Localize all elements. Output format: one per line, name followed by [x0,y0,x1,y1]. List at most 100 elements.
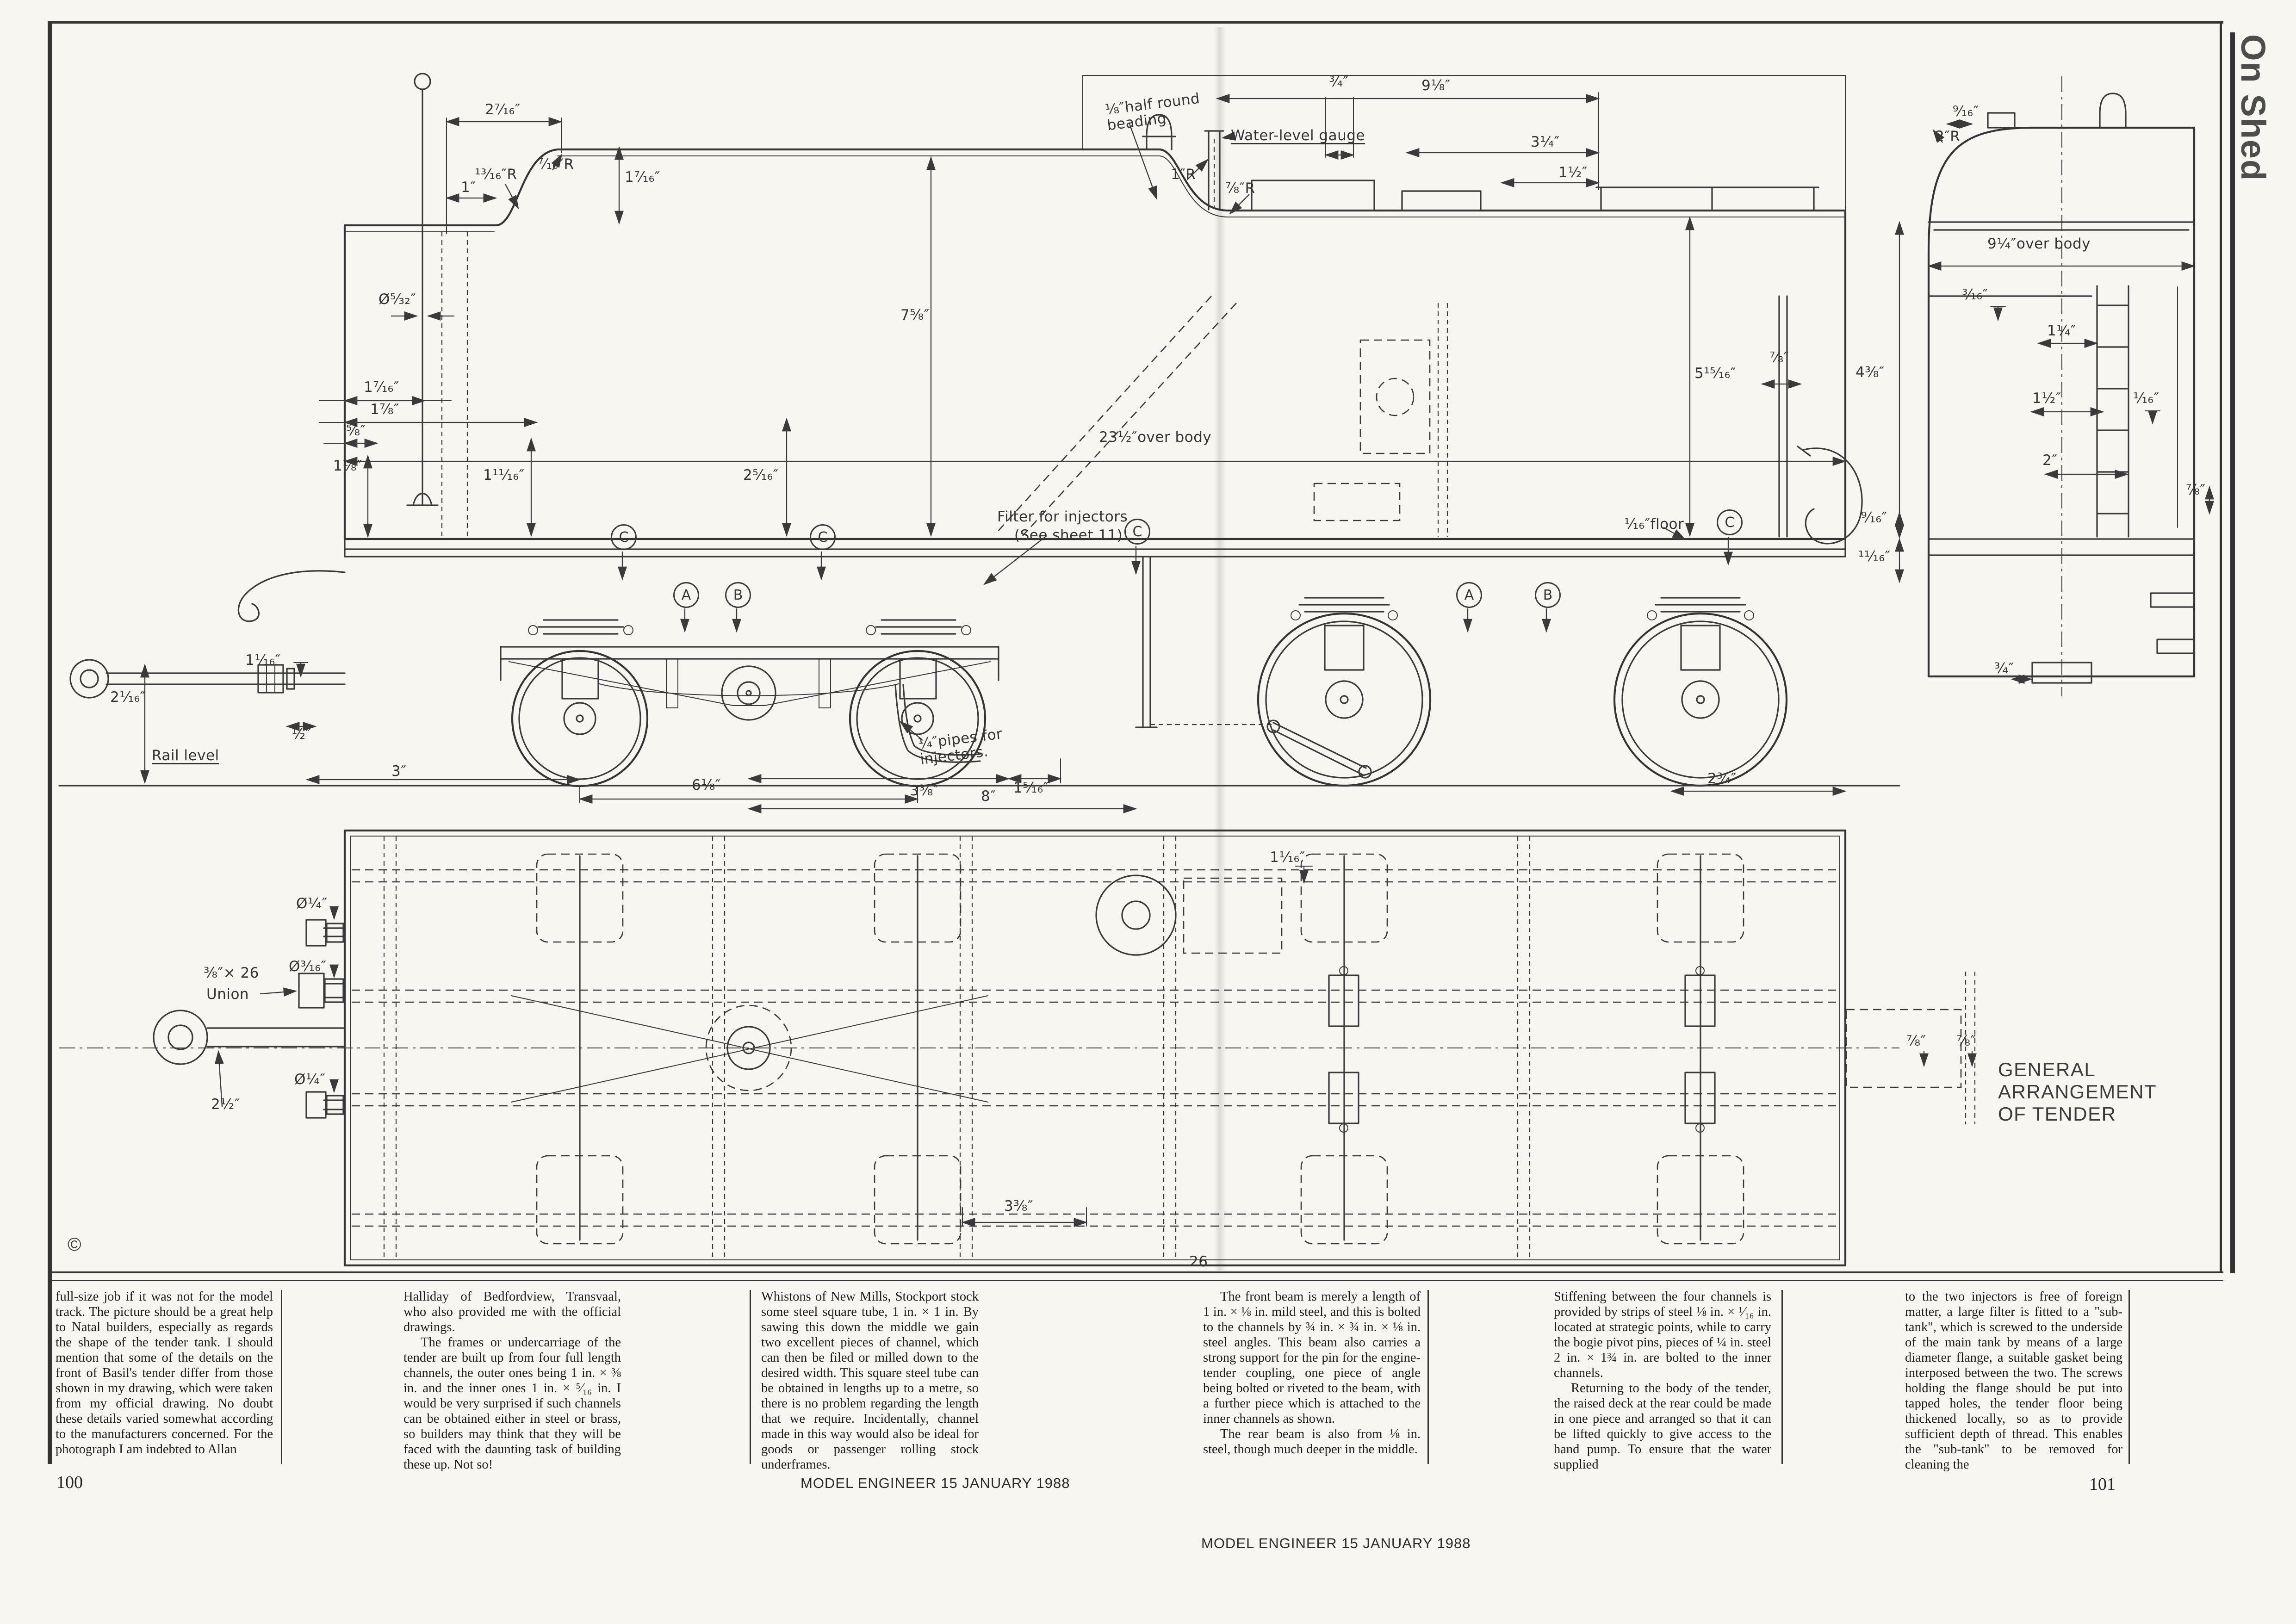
dimension-label: Filter for injectors [997,508,1128,525]
reference-marker-c: C [810,524,836,550]
dimension-label: 2⁵⁄₁₆″ [743,467,779,483]
dimension-label: ¹⁄₁₆″floor [1624,516,1684,533]
masthead-rule [2230,32,2235,1273]
dimension-label: 8″ [981,788,996,805]
dimension-label: 9¼″over body [1987,236,2091,252]
reference-marker-a: A [673,582,699,608]
reference-marker-b: B [1535,582,1561,608]
dimension-label: 6⅛″ [692,777,721,793]
dimension-label: ⁹⁄₁₆″ [1953,103,1979,120]
dimension-label: 2¹⁄₁₆″ [110,689,146,706]
plan-view [59,831,1977,1265]
dimension-label: ¾″ [1329,74,1349,90]
dimension-label: ⅞″R [1225,180,1255,197]
article-column-1: full-size job if it was not for the mode… [56,1289,273,1457]
dimension-label: 1⅛″ [333,458,362,474]
dimension-label: 2″R [1935,128,1961,145]
drawing-title-line: OF TENDER [1998,1103,2116,1125]
article-paragraph: The front beam is merely a length of 1 i… [1203,1289,1421,1426]
dimension-label: ¹⁄₁₆″ [2133,390,2159,407]
article-column-6: to the two injectors is free of foreign … [1905,1289,2122,1472]
dimension-label: Ø¼″ [296,895,328,912]
dimension-label: 1⁵⁄₁₆″ [1013,780,1049,796]
dimension-label: ³⁄₁₆″ [1962,286,1988,303]
article-column-5: Stiffening between the four channels is … [1554,1289,1771,1472]
dimension-label: 1¹⁄₁₆″ [1270,849,1305,866]
dimension-label: 26 [1189,1253,1208,1270]
dimension-label: Ø⁵⁄₃₂″ [379,291,416,308]
reference-marker-b: B [725,582,751,608]
dimension-label: Rail level [152,747,219,764]
dimension-label: 2″ [2042,452,2058,469]
dimension-label: 1¹⁄₁₆″ [245,652,281,669]
dimension-label: ¹³⁄₁₆″R [475,166,517,183]
dimension-label: 1″R [1171,166,1196,183]
dimension-label: 3⅜″ [910,782,939,799]
dimension-label: 9⅛″ [1421,77,1451,94]
dimension-label: 3⅜″ [1004,1198,1033,1215]
dimension-label: 1″ [461,179,476,196]
side-elevation [59,74,1899,813]
article-paragraph: Halliday of Bedfordview, Transvaal, who … [403,1289,621,1334]
border-bottom-2 [48,1280,2223,1281]
border-left [48,21,52,1464]
column-rule [1781,1290,1783,1464]
border-right [2220,21,2222,1273]
dimension-label: 1⅞″ [370,401,399,418]
dimension-label: Water-level gauge [1231,127,1365,144]
drawing-title-line: ARRANGEMENT [1998,1081,2157,1103]
dimension-label: Union [206,986,249,1003]
dimension-label: ⅞″ [1956,1033,1976,1049]
dimension-label: 1¼″ [2047,322,2076,339]
article-paragraph: The rear beam is also from ⅛ in. steel, … [1203,1427,1421,1457]
dimension-label: ⅞″ [2186,482,2206,498]
dimension-label: ⅞″ [1769,349,1789,366]
drawing-title-line: GENERAL [1998,1059,2096,1080]
article-paragraph: The frames or undercarriage of the tende… [403,1335,621,1472]
dimension-label: 2⁷⁄₁₆″ [485,101,521,118]
article-paragraph: to the two injectors is free of foreign … [1905,1289,2122,1472]
column-rule [281,1290,282,1464]
dimension-label: 1⁷⁄₁₆″ [625,169,660,186]
page-number-left: 100 [56,1473,83,1492]
masthead-title: On Shed [2234,34,2272,182]
dimension-label: 1½″ [1558,164,1588,181]
footer-right: MODEL ENGINEER 15 JANUARY 1988 [1201,1535,1471,1551]
reference-marker-c: C [611,524,637,550]
article-paragraph: Returning to the body of the tender, the… [1554,1381,1771,1472]
dimension-label: Ø³⁄₁₆″ [289,958,327,975]
border-bottom-1 [48,1271,2223,1273]
dimension-label: ⁷⁄₁₆″R [538,156,574,173]
page-number-right: 101 [2089,1475,2116,1494]
article-column-3: Whistons of New Mills, Stockport stock s… [761,1289,979,1472]
dimension-label: Ø¼″ [294,1071,326,1088]
copyright-symbol: © [68,1234,81,1255]
dimension-label: ½″ [292,726,311,743]
dimension-label: (See sheet 11) [1014,527,1123,544]
dimension-label: 5¹⁵⁄₁₆″ [1694,365,1736,382]
drawing-title: GENERAL ARRANGEMENT OF TENDER [1998,1059,2157,1125]
dimension-label: 4⅜″ [1855,364,1885,381]
dimension-label: ¾″ [1994,660,2014,677]
dimension-label: ⅝″ [346,422,366,439]
dimension-label: 3¼″ [1531,134,1560,150]
reference-marker-c: C [1124,519,1150,545]
column-rule [1427,1290,1429,1464]
dimension-label: ⅜″× 26 [204,965,259,981]
footer-left: MODEL ENGINEER 15 JANUARY 1988 [800,1475,1070,1491]
dimension-label: 7⅝″ [900,307,930,323]
article-paragraph: Stiffening between the four channels is … [1554,1289,1771,1380]
dimension-label: 2½″ [211,1096,240,1113]
dimension-label: ⅞″ [1906,1033,1926,1049]
article-paragraph: full-size job if it was not for the mode… [56,1289,273,1457]
page-fold-shadow [1214,27,1226,1271]
reference-marker-c: C [1717,509,1743,535]
article-column-4: The front beam is merely a length of 1 i… [1203,1289,1421,1457]
dimension-label: 1¹¹⁄₁₆″ [483,467,525,483]
column-rule [750,1290,751,1464]
reference-marker-a: A [1456,582,1482,608]
dimension-label: ⁹⁄₁₆″ [1861,509,1887,526]
dimension-label: ¹¹⁄₁₆″ [1858,548,1891,565]
article-paragraph: Whistons of New Mills, Stockport stock s… [761,1289,979,1472]
